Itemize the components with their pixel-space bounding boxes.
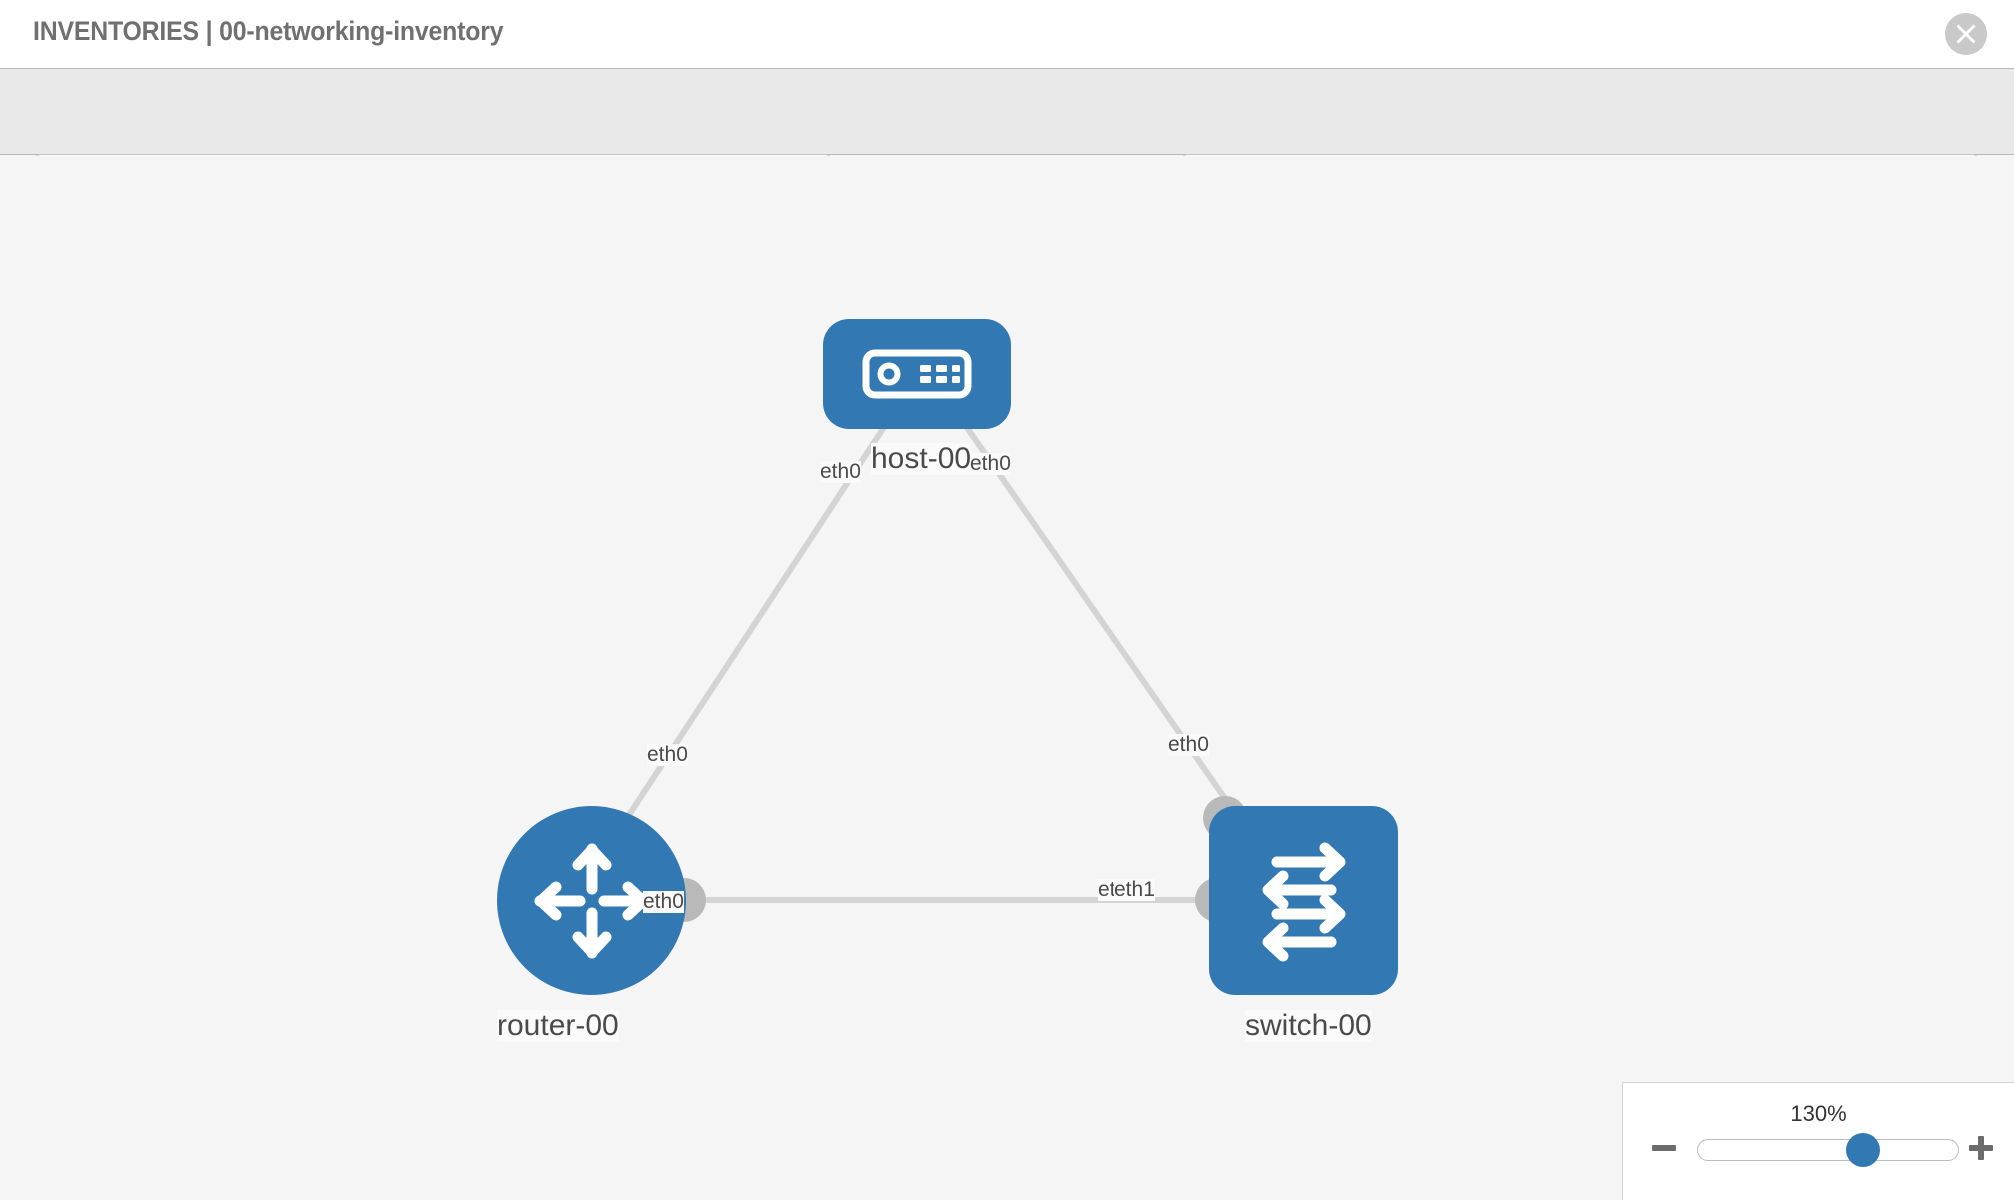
zoom-out-button[interactable]: [1651, 1135, 1677, 1161]
zoom-in-button[interactable]: [1968, 1135, 1994, 1161]
node-label-switch-00: switch-00: [1245, 1009, 1372, 1042]
iface-label-router-up: eth0: [647, 743, 688, 767]
zoom-slider-track[interactable]: [1697, 1133, 1959, 1167]
link-host-switch[interactable]: [949, 404, 1261, 848]
plus-icon: [1969, 1136, 1993, 1160]
router-arrows-icon: [534, 843, 649, 958]
zoom-level-value: 130%: [1790, 1101, 1847, 1126]
iface-label-host-right: eth0: [970, 452, 1011, 476]
zoom-control-panel: 130%: [1622, 1082, 2014, 1200]
link-lines: [599, 404, 1261, 903]
switch-arrows-icon: [1262, 842, 1345, 961]
close-icon[interactable]: [1945, 13, 1987, 55]
iface-label-switch-left-b: eth1: [1114, 878, 1155, 902]
node-label-router-00: router-00: [497, 1009, 619, 1042]
toolbar: ACTIONS SEARCH: [0, 69, 2014, 207]
node-label-host-00: host-00: [871, 442, 972, 475]
topology-canvas[interactable]: host-00 eth0 eth0 router-00 eth0 eth0: [0, 156, 2014, 1200]
minus-icon: [1652, 1145, 1676, 1151]
page-title: INVENTORIES | 00-networking-inventory: [33, 16, 504, 46]
zoom-slider-thumb[interactable]: [1846, 1133, 1881, 1167]
iface-label-router-right: eth0: [643, 890, 684, 914]
close-x-glyph: [1956, 24, 1976, 44]
node-switch-00[interactable]: [1209, 806, 1398, 995]
topology-links-layer: [599, 404, 1261, 903]
node-host-00[interactable]: [823, 319, 1011, 429]
iface-label-switch-up: eth0: [1168, 733, 1209, 757]
page-header: INVENTORIES | 00-networking-inventory: [0, 0, 2014, 69]
iface-label-host-left: eth0: [820, 460, 861, 484]
server-icon: [862, 349, 972, 399]
